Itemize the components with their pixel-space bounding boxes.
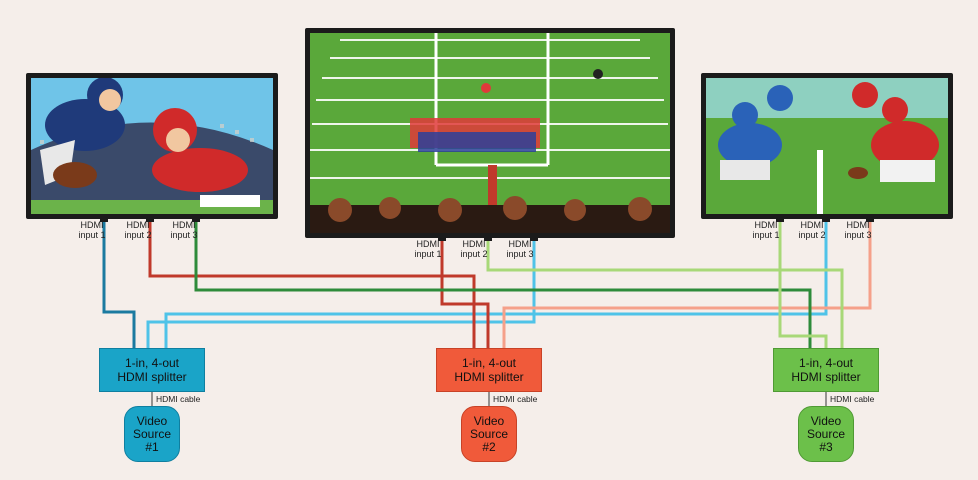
splitter-2: 1-in, 4-out HDMI splitter [436, 348, 542, 392]
cable-source3-right-tv [778, 222, 828, 348]
cable-source2-center-tv [440, 236, 490, 348]
splitter-3-line1: 1-in, 4-out [798, 356, 854, 370]
center-tv-hdmi-input-2-label: HDMI input 2 [460, 239, 488, 259]
center-tv-hdmi-input-1-label: HDMI input 1 [414, 239, 442, 259]
tv-port-strips [100, 219, 874, 241]
splitter-1-line2: HDMI splitter [117, 370, 187, 384]
video-source-3: Video Source #3 [798, 406, 854, 462]
right-tv-hdmi-input-2-label: HDMI input 2 [798, 220, 826, 240]
video-source-2: Video Source #2 [461, 406, 517, 462]
cable-source3-left-tv [194, 222, 812, 348]
video-source-1: Video Source #1 [124, 406, 180, 462]
football-field-kickoff-scene [310, 33, 670, 233]
cable-source2-right-tv [502, 222, 872, 348]
cable-source3-center-tv [486, 236, 844, 348]
splitter-1-line1: 1-in, 4-out [124, 356, 180, 370]
left-tv-hdmi-input-3-label: HDMI input 3 [170, 220, 198, 240]
splitter-3: 1-in, 4-out HDMI splitter [773, 348, 879, 392]
center-tv-hdmi-input-3-label: HDMI input 3 [506, 239, 534, 259]
splitter-1: 1-in, 4-out HDMI splitter [99, 348, 205, 392]
cable-source1-left-tv [102, 222, 136, 348]
cable-source1-right-tv [164, 222, 828, 348]
cable-source2-left-tv [148, 222, 476, 348]
splitter-3-cable-label: HDMI cable [830, 394, 875, 404]
left-tv-hdmi-input-2-label: HDMI input 2 [124, 220, 152, 240]
right-tv-hdmi-input-3-label: HDMI input 3 [844, 220, 872, 240]
right-tv [701, 73, 953, 219]
splitter-2-cable-label: HDMI cable [493, 394, 538, 404]
right-tv-hdmi-input-1-label: HDMI input 1 [752, 220, 780, 240]
splitter-2-line1: 1-in, 4-out [461, 356, 517, 370]
two-football-players-tackling-scene [31, 78, 273, 214]
left-tv-hdmi-input-1-label: HDMI input 1 [78, 220, 106, 240]
cable-source1-center-tv [146, 236, 536, 348]
left-tv [26, 73, 278, 219]
splitter-2-line2: HDMI splitter [454, 370, 524, 384]
football-scrimmage-line-scene [706, 78, 948, 214]
splitter-1-cable-label: HDMI cable [156, 394, 201, 404]
splitter-3-line2: HDMI splitter [791, 370, 861, 384]
center-tv [305, 28, 675, 238]
cables [102, 222, 872, 408]
